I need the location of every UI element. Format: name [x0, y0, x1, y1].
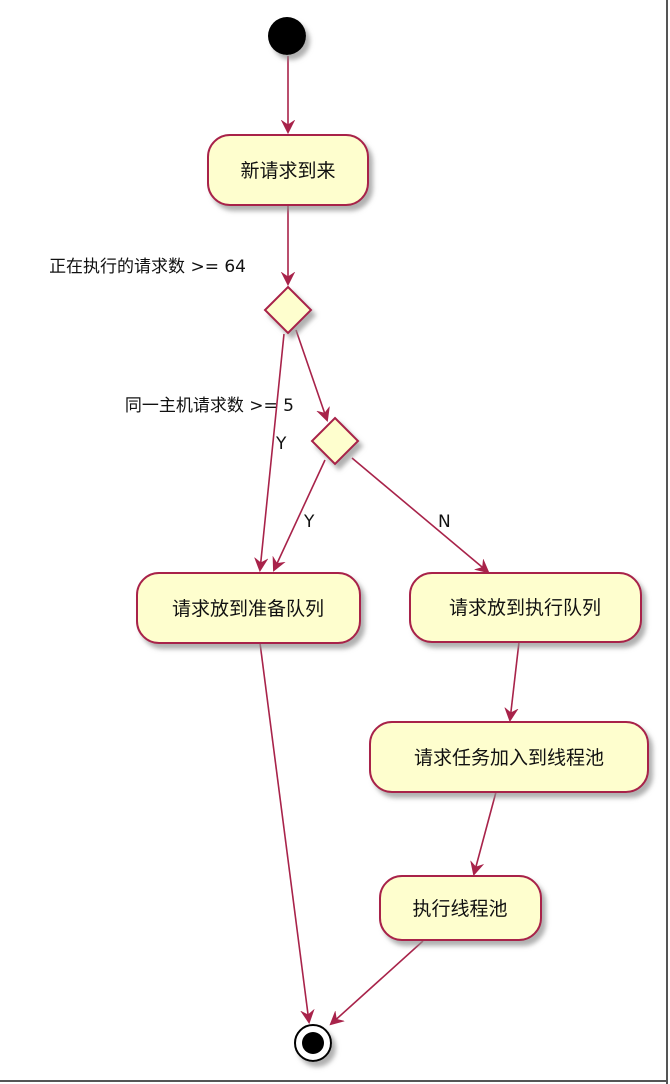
start-node — [268, 17, 306, 55]
decision-same-host-check — [310, 416, 360, 466]
decision-same-host-check-label: 同一主机请求数 >= 5 — [125, 396, 294, 416]
node-new-request-label: 新请求到来 — [240, 160, 335, 182]
node-add-to-pool-label: 请求任务加入到线程池 — [414, 747, 604, 769]
edge-label-host-yes: Y — [303, 512, 315, 532]
node-run-pool-label: 执行线程池 — [412, 898, 507, 920]
node-run-pool — [379, 875, 542, 941]
edge-label-host-no: N — [438, 512, 451, 532]
edge-running-yes-to-ready-queue — [260, 333, 285, 570]
node-ready-queue-label: 请求放到准备队列 — [172, 598, 324, 620]
node-ready-queue — [136, 572, 361, 644]
edge-pool-to-run — [474, 791, 497, 874]
decision-running-check-label: 正在执行的请求数 >= 64 — [49, 257, 246, 277]
edge-running-no-to-host-check — [295, 329, 327, 420]
edge-ready-queue-to-end — [259, 642, 309, 1022]
edge-running-queue-to-pool — [510, 641, 520, 720]
frame-border-right — [666, 0, 668, 1084]
decision-running-check — [263, 285, 313, 335]
node-running-queue-label: 请求放到执行队列 — [449, 597, 601, 619]
edge-host-yes-to-ready-queue — [274, 459, 326, 570]
node-new-request — [207, 134, 369, 206]
node-add-to-pool — [369, 721, 649, 793]
frame-border-bottom — [0, 1080, 668, 1082]
edge-run-to-end — [331, 940, 424, 1024]
edge-host-no-to-running-queue — [351, 457, 488, 572]
end-node — [294, 1024, 332, 1062]
edge-label-running-yes: Y — [275, 434, 287, 454]
node-running-queue — [409, 572, 642, 643]
